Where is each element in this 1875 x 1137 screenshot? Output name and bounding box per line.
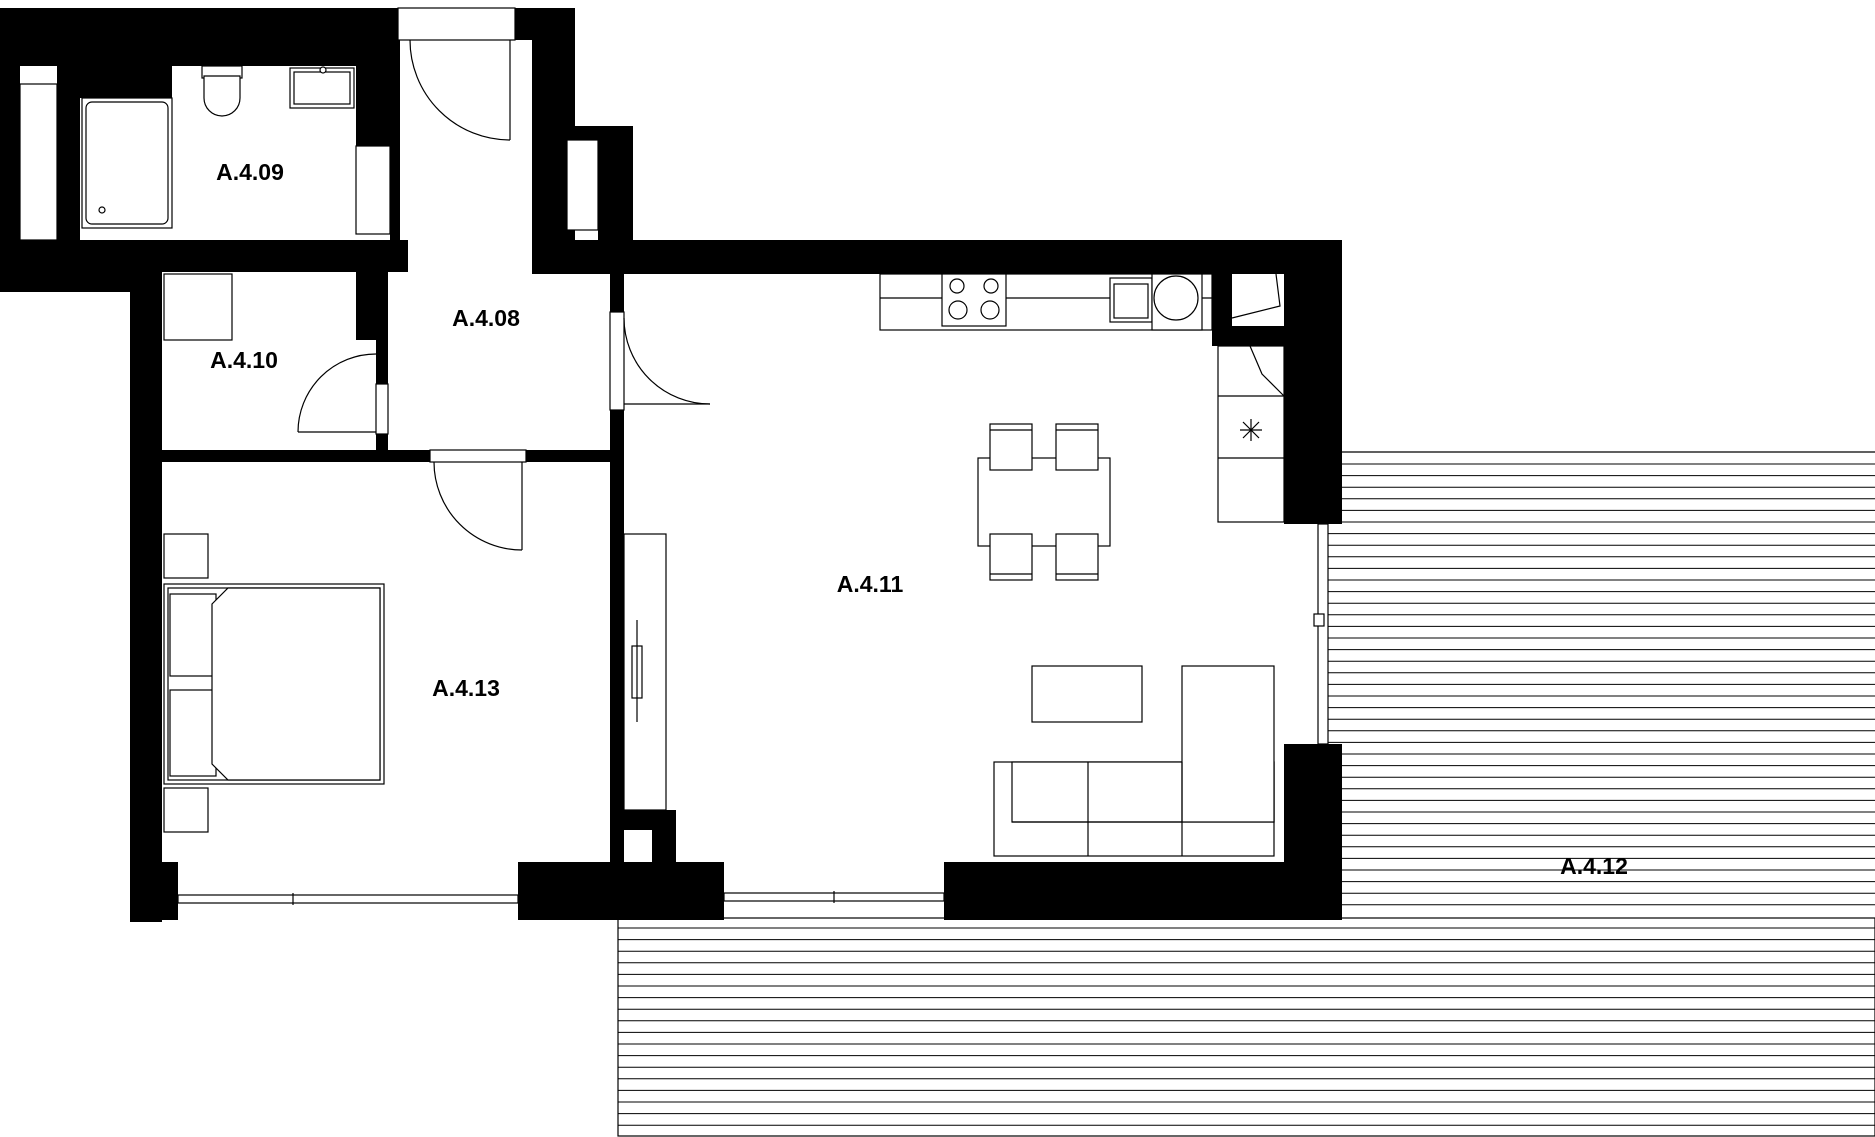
wall-east-lower [1284, 744, 1342, 920]
window-living-east [1317, 523, 1329, 745]
door-swing-icon [297, 353, 377, 433]
chair-icon [1055, 533, 1099, 581]
bath-door-frame [355, 145, 391, 235]
wall-corridor-left [390, 40, 400, 240]
window-mullion [1313, 613, 1325, 627]
wall-bath-bottom-lip [0, 272, 130, 292]
wall-bath-bottom [0, 240, 408, 272]
wall-storage-right-upper [356, 272, 388, 340]
deck-planks-icon [1324, 463, 1875, 906]
wall-living-west [610, 410, 624, 810]
wall-west [130, 272, 162, 922]
wall-bedroom-top-left [130, 450, 430, 462]
walls [0, 8, 1342, 922]
chair-icon [989, 423, 1033, 471]
door-swing-icon [409, 39, 511, 141]
wall-south-east [944, 862, 1342, 920]
nightstand [163, 787, 209, 833]
toilet-icon [201, 65, 243, 117]
bed-icon [163, 583, 385, 785]
terrace-deck [617, 451, 1875, 1137]
room-label-a411: A.4.11 [837, 571, 904, 597]
window-corridor-top [397, 7, 516, 41]
wall-bedroom-top-right [526, 450, 618, 462]
wall-bath-top [80, 66, 172, 98]
storage-unit [163, 273, 233, 341]
wall-pier-top [610, 810, 676, 830]
room-label-a409: A.4.09 [216, 159, 284, 185]
wall-east-upper [1284, 240, 1342, 524]
wall-living-top [532, 240, 1342, 274]
wall-bath-right-upper [356, 58, 390, 146]
wall-south-west [130, 862, 178, 920]
wall-living-west-upper [610, 274, 624, 312]
room-label-a408: A.4.08 [452, 305, 520, 331]
kitchen-sink-icon [1109, 273, 1203, 331]
room-label-a413: A.4.13 [432, 675, 500, 701]
room-label-a410: A.4.10 [210, 347, 278, 373]
sink-icon [289, 66, 355, 109]
wall-top-left [0, 8, 398, 66]
door-frame-bedroom [429, 449, 527, 463]
sofa-icon [993, 665, 1275, 857]
windows [19, 7, 1329, 905]
fridge-icon [1240, 419, 1262, 441]
room-label-a412: A.4.12 [1560, 853, 1628, 879]
doors [297, 39, 711, 551]
deck-planks-icon [618, 927, 1875, 1126]
nightstand [163, 533, 209, 579]
bathtub-icon [81, 97, 173, 229]
coffee-table [1031, 665, 1143, 723]
wall-storage-right-mid [376, 340, 388, 384]
wall-shaft-right [598, 126, 633, 240]
wall-bath-inner [57, 66, 80, 240]
wall-bath-left [0, 66, 20, 240]
wall-top-right-cap [515, 8, 575, 40]
table-icon [977, 457, 1111, 547]
door-swing-icon [433, 461, 523, 551]
window-bath-left [19, 83, 58, 241]
window-bedroom-south [177, 894, 519, 904]
door-frame-storage [375, 383, 389, 435]
wall-pier-right [652, 830, 676, 864]
door-swing-icon [623, 317, 711, 405]
wall-south-mid [518, 862, 724, 920]
chair-icon [1055, 423, 1099, 471]
wall-pier-left [610, 830, 624, 864]
wardrobe-icon [623, 533, 667, 811]
chair-icon [989, 533, 1033, 581]
door-frame-living [609, 311, 625, 411]
wall-storage-right-low [376, 434, 388, 454]
shaft-opening [566, 139, 599, 231]
stove-icon [941, 273, 1007, 327]
